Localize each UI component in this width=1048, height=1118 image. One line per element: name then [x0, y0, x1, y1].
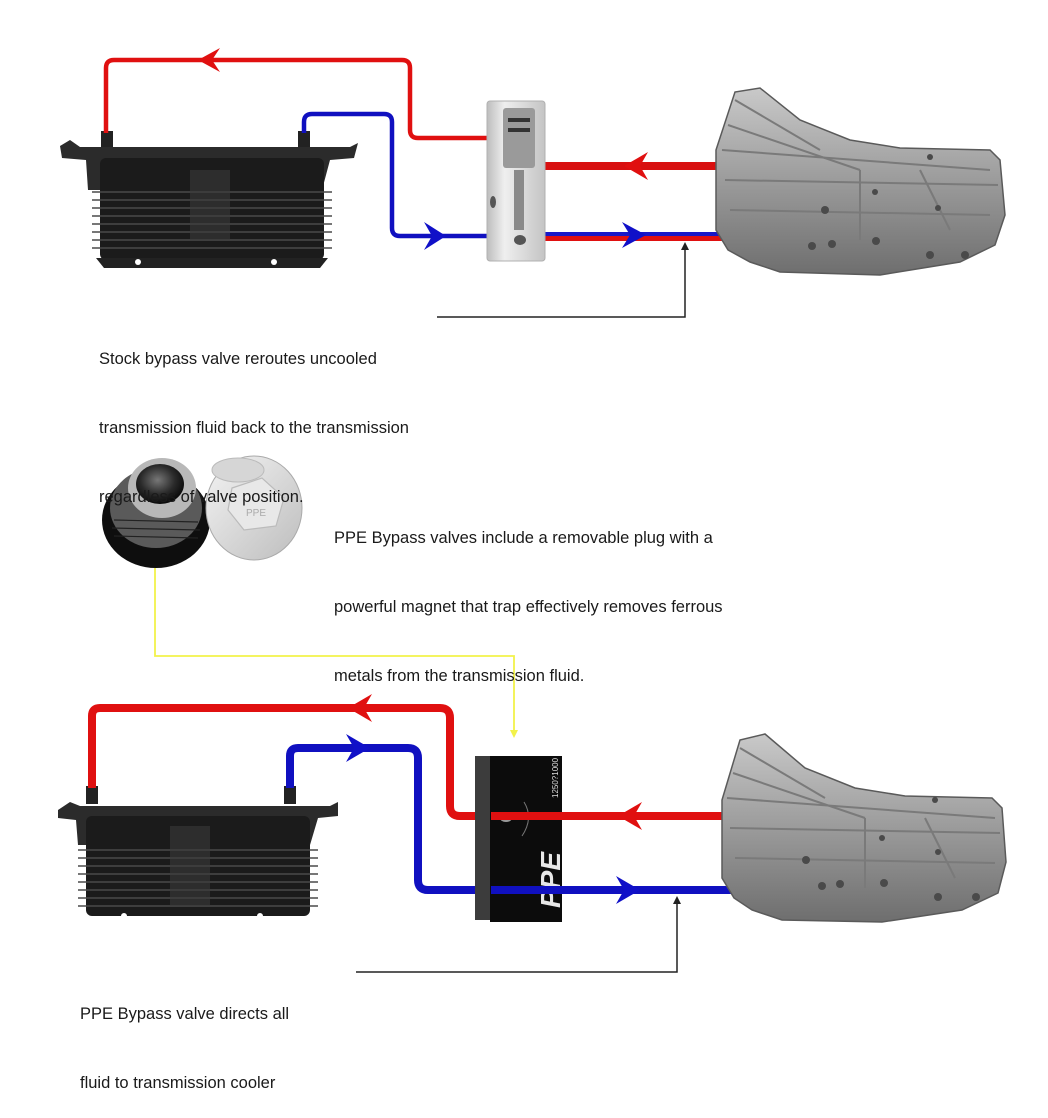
- cooler-base: [96, 258, 328, 268]
- callout-line-top: [437, 244, 686, 318]
- caption-line: metals from the transmission fluid.: [334, 667, 585, 685]
- flow-arrows-top: [198, 48, 648, 250]
- valve-port: [490, 196, 496, 208]
- valve-part-number: 1250?1000: [551, 757, 560, 798]
- caption-line: PPE Bypass valve directs all: [80, 1005, 290, 1023]
- hot-line-bottom: [88, 704, 722, 820]
- callout-arrowhead: [673, 896, 681, 904]
- cooler-label-area: [170, 826, 210, 906]
- transmission-bolts: [808, 154, 969, 259]
- arrow-left-icon: [624, 152, 648, 180]
- callout-arrowhead: [681, 242, 689, 250]
- cooler-mount-hole: [121, 913, 127, 919]
- caption-line: fluid to transmission cooler: [80, 1074, 276, 1092]
- cooler-mount-hole: [271, 259, 277, 265]
- cooler-fitting-cool: [298, 131, 310, 149]
- bottom-section: 1250?1000 PPE: [58, 694, 1007, 973]
- transmission-bottom: [721, 733, 1007, 923]
- transmission-ribs: [721, 99, 999, 240]
- valve-ring: [508, 118, 530, 122]
- top-section: [60, 48, 1006, 318]
- valve-port: [514, 235, 526, 245]
- arrow-right-icon: [424, 222, 446, 250]
- cooler-label-area: [190, 170, 230, 240]
- caption-line: regardless of valve position.: [99, 488, 304, 506]
- arrow-left-icon: [198, 48, 220, 72]
- arrow-right-icon: [616, 876, 640, 904]
- valve-stem: [514, 170, 524, 230]
- valve-side-plate: [475, 756, 491, 920]
- transmission-ribs: [726, 747, 1001, 888]
- transmission-bolts: [802, 797, 980, 901]
- cooler-mount-hole: [135, 259, 141, 265]
- caption-line: PPE Bypass valves include a removable pl…: [334, 529, 713, 547]
- arrow-right-icon: [346, 734, 370, 762]
- caption-stock-bypass: Stock bypass valve reroutes uncooled tra…: [99, 302, 409, 532]
- caption-line: Stock bypass valve reroutes uncooled: [99, 350, 377, 368]
- plug-callout-arrowhead: [510, 730, 518, 738]
- caption-line: transmission fluid back to the transmiss…: [99, 419, 409, 437]
- caption-magnetic-plug: PPE Bypass valves include a removable pl…: [334, 481, 723, 711]
- caption-line: powerful magnet that trap effectively re…: [334, 598, 723, 616]
- arrow-left-icon: [618, 802, 642, 830]
- arrow-right-icon: [622, 222, 646, 248]
- valve-piston: [503, 108, 535, 168]
- bypass-valve-diagram: PPE: [58, 48, 1007, 973]
- plug-callout-line: [154, 568, 515, 736]
- callout-line-bottom: [356, 898, 678, 973]
- transmission-cooler-bottom: [58, 786, 338, 919]
- cooler-fitting-hot: [86, 786, 98, 804]
- valve-brand-logo: PPE: [535, 851, 566, 908]
- valve-ring: [508, 128, 530, 132]
- plug-threads: [111, 519, 201, 539]
- flow-arrows-bottom: [346, 694, 642, 904]
- plug-hex-head: [227, 477, 285, 531]
- transmission-cooler-top: [60, 131, 358, 268]
- plug-section: PPE: [102, 455, 518, 738]
- cool-line-bottom: [286, 744, 752, 894]
- valve-body: [490, 756, 562, 922]
- caption-ppe-bypass: PPE Bypass valve directs all fluid to tr…: [80, 957, 289, 1118]
- arrow-left-icon: [348, 694, 372, 722]
- removable-plug: PPE: [205, 455, 303, 561]
- cooler-fitting-hot: [101, 131, 113, 149]
- cool-line-top: [301, 111, 530, 239]
- plug-logo: PPE: [246, 508, 266, 519]
- magnetic-drain-plug: [102, 458, 210, 568]
- cooler-mount-hole: [257, 913, 263, 919]
- stock-bypass-valve: [486, 100, 546, 262]
- transmission-top: [715, 87, 1006, 276]
- ppe-bypass-valve: 1250?1000 PPE: [475, 756, 566, 922]
- cooler-fitting-cool: [284, 786, 296, 804]
